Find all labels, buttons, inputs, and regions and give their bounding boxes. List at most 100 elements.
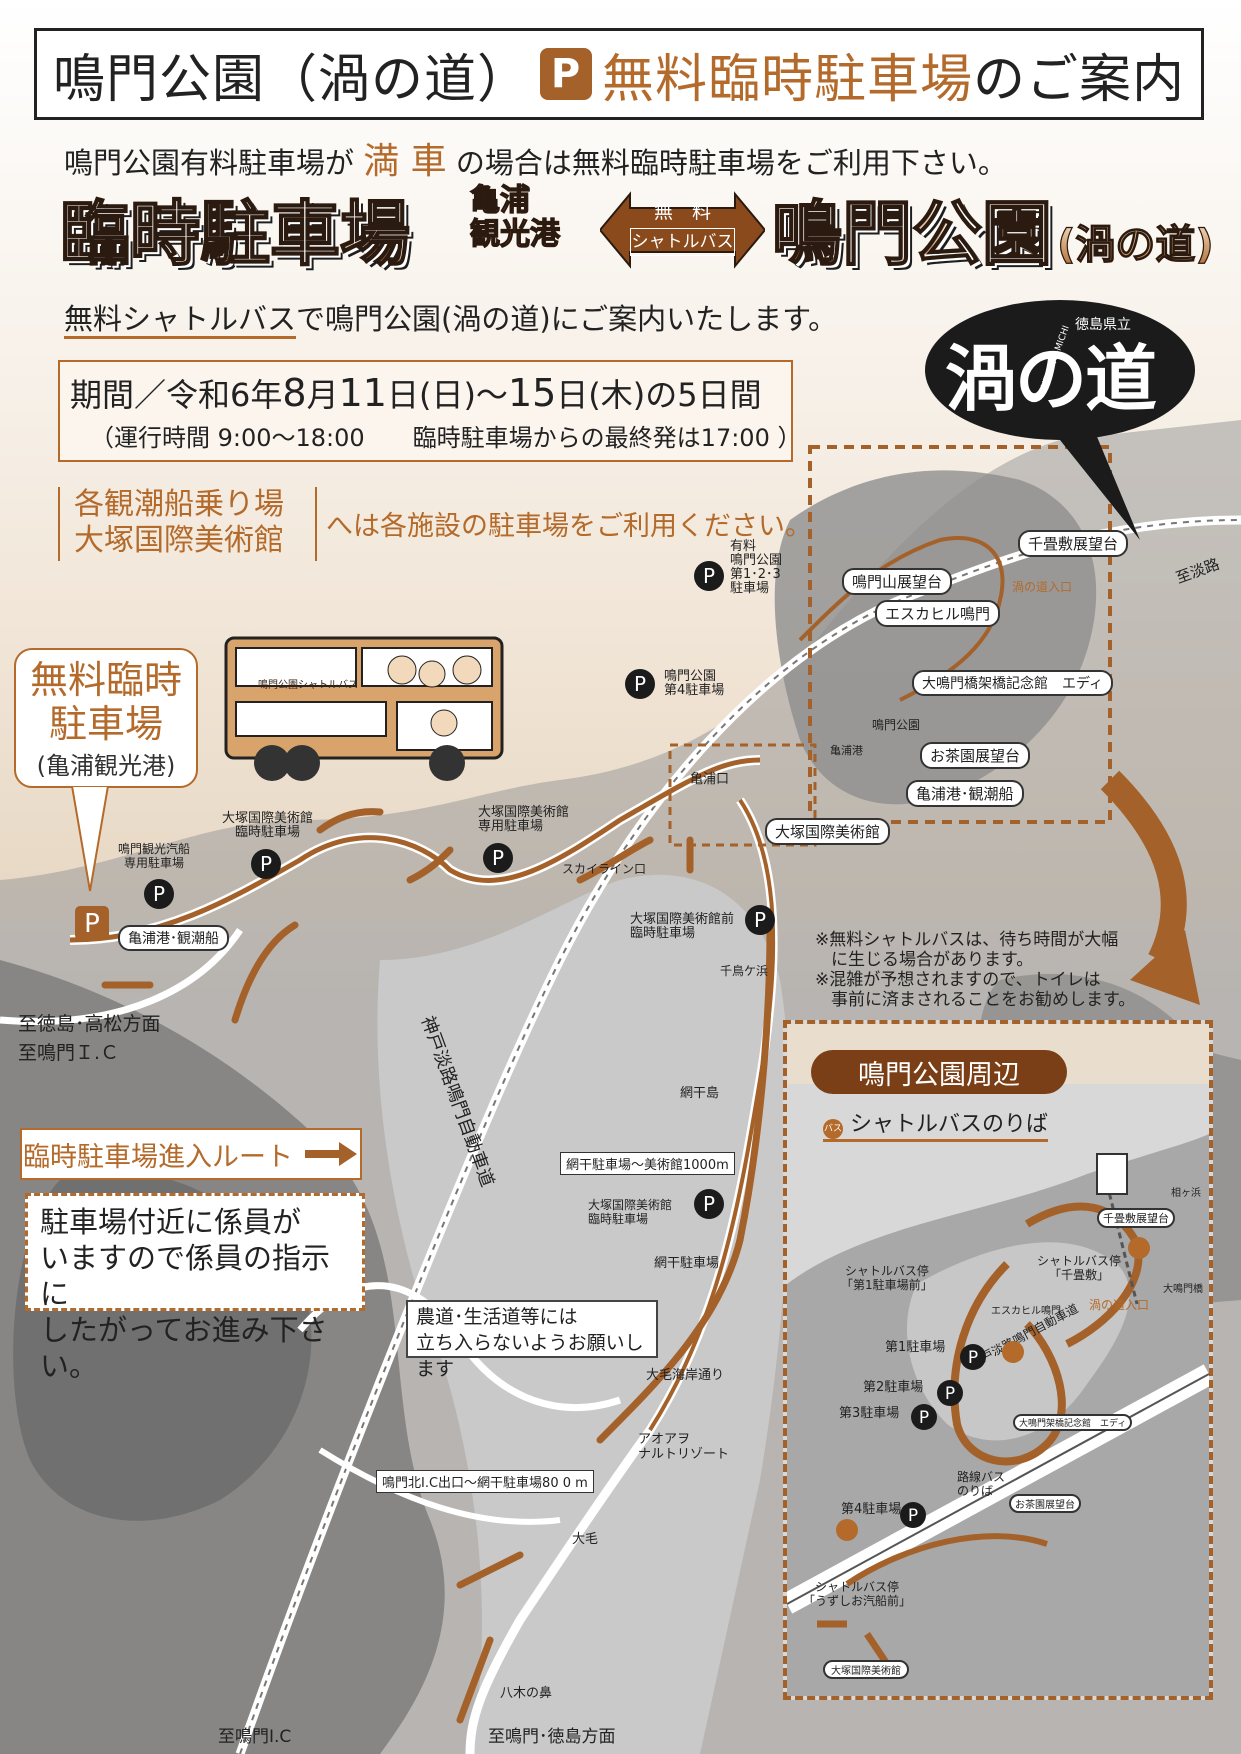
parking-marker-otsuka-front: P [745, 905, 775, 935]
label-kameura-guchi: 亀浦口 [690, 772, 730, 787]
label-senjo: 千畳敷展望台 [1018, 530, 1129, 557]
svg-text:P: P [968, 1348, 978, 1368]
banner-left: 臨時駐車場 [59, 178, 411, 276]
inset-escahill: エスカヒル鳴門 [991, 1306, 1061, 1317]
label-amihoshi-parking: 網干駐車場 [654, 1256, 720, 1271]
parking-marker-kisen: P [144, 879, 174, 909]
title-free-parking: 無料臨時駐車場 [601, 49, 973, 110]
label-naruto-park: 鳴門公園 [872, 718, 921, 732]
label-park-p4: 鳴門公園 第4駐車場 [664, 669, 725, 698]
route-legend: 臨時駐車場進入ルート [20, 1128, 362, 1180]
shuttle-notes: ※無料シャトルバスは、待ち時間が大幅 に生じる場合があります。 ※混雑が予想され… [815, 930, 1135, 1010]
parking-marker-otsuka-temp: P [251, 849, 281, 879]
intro-line-2: 無料シャトルバスで鳴門公園(渦の道)にご案内いたします。 [64, 296, 838, 339]
svg-text:P: P [260, 852, 272, 876]
label-yagi: 八木の鼻 [500, 1686, 553, 1701]
title-guide: のご案内 [973, 49, 1186, 110]
parking-marker-kameura-free: P [75, 906, 109, 940]
route-legend-text: 臨時駐車場進入ルート [23, 1141, 293, 1173]
inset-bus-stop-3 [836, 1519, 858, 1541]
shuttle-label: 無 料 シャトルバス [630, 196, 735, 256]
shuttle-free: 無 料 [653, 201, 711, 223]
intro-text: 鳴門公園有料駐車場が [64, 146, 355, 180]
banner-right: 鳴門公園 (渦の道) [771, 178, 1214, 276]
inset-parking-p3: P [911, 1404, 937, 1430]
callout-line-1: 無料臨時 [29, 658, 182, 702]
inset-parking-p4: P [900, 1502, 926, 1528]
parking-marker-p1: P [694, 561, 724, 591]
period-start-weekday: (日)～ [418, 376, 508, 414]
banner-temp-parking: 臨時駐車場 [59, 192, 411, 276]
label-chidorigahama: 千鳥ケ浜 [720, 964, 769, 978]
label-otsuka-museum: 大塚国際美術館 [765, 818, 891, 845]
inset-stop-uzushio: シャトルバス停 「うずしお汽船前」 [803, 1580, 912, 1608]
intro-line-1: 鳴門公園有料駐車場が 満 車 の場合は無料臨時駐車場をご利用下さい。 [64, 132, 1007, 184]
label-otsuka-temp: 大塚国際美術館 臨時駐車場 [222, 811, 314, 840]
label-skyline: スカイライン口 [562, 862, 647, 876]
label-to-naruto-ic-bottom: 至鳴門I.C [218, 1727, 292, 1747]
inset-p2: 第2駐車場 [863, 1380, 924, 1395]
intro-line-2-rest: で鳴門公園(渦の道)にご案内いたします。 [296, 302, 838, 336]
inset-map: 鳴門公園周辺 バス シャトルバスのりば 相ヶ浜 千畳敷展望台 シャトルバス停 「… [783, 1020, 1213, 1700]
label-to-naruto-tokushima: 至鳴門･徳島方面 [488, 1727, 616, 1747]
label-oge: 大毛 [572, 1532, 599, 1547]
banner-naruto-park: 鳴門公園 [771, 192, 1053, 276]
label-resort: アオアヲ ナルトリゾート [638, 1432, 730, 1462]
svg-text:P: P [84, 909, 100, 939]
inset-parking-markers: P P P P [836, 1237, 1150, 1541]
inset-bus-legend: バス シャトルバスのりば [823, 1106, 1049, 1142]
inset-route-bus: 路線バス のりば [957, 1470, 1006, 1498]
facility-museum: 大塚国際美術館 [74, 523, 284, 558]
label-memorial: 大鳴門橋架橋記念館 エディ [912, 670, 1114, 696]
period-end-day: 15 [507, 371, 557, 415]
svg-text:P: P [919, 1408, 929, 1428]
note-3: ※混雑が予想されますので、トイレは [815, 970, 1101, 990]
label-uzu-entrance: 渦の道入口 [1012, 580, 1073, 594]
callout-pointer [70, 786, 110, 892]
arrow-right-icon [305, 1142, 357, 1166]
parking-icon: P [539, 48, 592, 100]
inset-p1: 第1駐車場 [885, 1340, 946, 1355]
full-text: 満 車 [363, 141, 447, 182]
svg-text:P: P [754, 908, 766, 932]
parking-marker-amihoshi: P [694, 1189, 724, 1219]
inset-entrance: 渦の道入口 [1089, 1298, 1150, 1312]
staff-note: 駐車場付近に係員が いますので係員の指示に したがってお進み下さい。 [25, 1193, 365, 1383]
label-narutoyama: 鳴門山展望台 [842, 568, 953, 595]
facility-boat: 各観潮船乗り場 [74, 487, 284, 522]
parking-marker-p4: P [625, 669, 655, 699]
facilities-bracket: 各観潮船乗り場 大塚国際美術館 [58, 487, 317, 561]
inset-map-graphics [787, 1024, 1209, 1696]
inset-stop-senjo: シャトルバス停 「千畳敷」 [1037, 1254, 1122, 1282]
note-2: に生じる場合があります。 [831, 950, 1034, 970]
title-park: 鳴門公園（渦の道） [52, 49, 530, 110]
free-parking-callout: 無料臨時 駐車場 (亀浦観光港) [14, 648, 198, 788]
label-kameura-boat: 亀浦港･観潮船 [906, 780, 1024, 807]
period-main: 期間／令和6年8月11日(日)～15日(木)の5日間 [70, 370, 762, 416]
parking-marker-otsuka-private: P [483, 843, 513, 873]
title-banner: 鳴門公園（渦の道） P 無料臨時駐車場 のご案内 [34, 28, 1204, 120]
svg-text:P: P [908, 1506, 918, 1526]
period-month-char: 月 [306, 376, 339, 414]
label-otsuka-temp-2: 大塚国際美術館 臨時駐車場 [588, 1198, 673, 1226]
shuttle-bus: シャトルバス [630, 228, 735, 256]
inset-senjo: 千畳敷展望台 [1097, 1208, 1175, 1228]
label-amihoshijima: 網干島 [680, 1086, 720, 1101]
facilities-note: へは各施設の駐車場をご利用ください。 [326, 511, 812, 542]
double-arrow-icon [600, 191, 765, 269]
inset-ochaen: お茶園展望台 [1009, 1494, 1081, 1513]
inset-memorial: 大鳴門架橋記念館 エディ [1013, 1414, 1133, 1431]
note-1: ※無料シャトルバスは、待ち時間が大幅 [815, 930, 1119, 950]
note-4: 事前に済まされることをお勧めします。 [831, 990, 1136, 1010]
label-kaigan: 大毛海岸通り [646, 1368, 725, 1383]
svg-text:P: P [153, 882, 165, 906]
period-start-day: 11 [338, 371, 387, 415]
svg-text:P: P [703, 564, 715, 588]
inset-aiohama: 相ヶ浜 [1171, 1188, 1201, 1199]
callout-line-2: 駐車場 [48, 702, 163, 746]
shuttle-underline: 無料シャトルバス [64, 302, 297, 339]
label-paid-parking: 有料 鳴門公園 第1･2･3 駐車場 [730, 539, 783, 596]
label-kameura-small: 亀浦港 [830, 744, 863, 757]
label-escahill: エスカヒル鳴門 [875, 600, 1001, 627]
